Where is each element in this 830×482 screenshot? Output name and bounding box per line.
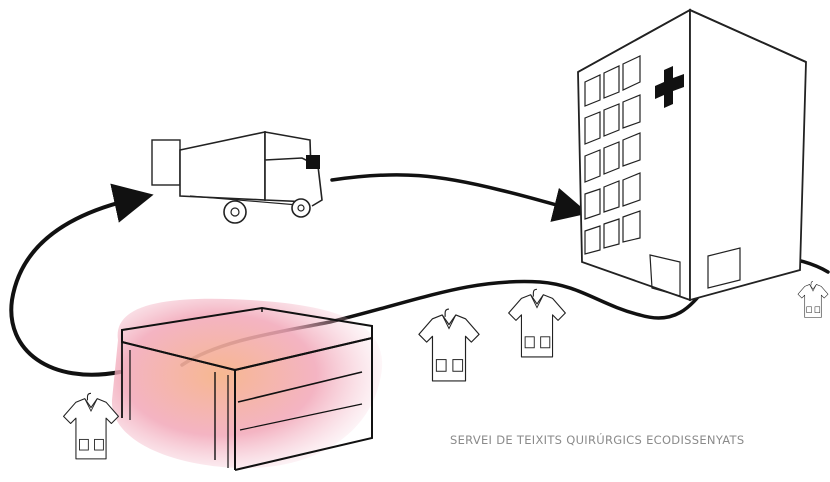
scrubs-shirt-icon: [508, 288, 566, 358]
service-caption: SERVEI DE TEIXITS QUIRÚRGICS ECODISSENYA…: [450, 433, 745, 447]
scrubs-shirt-icon: [418, 308, 480, 382]
flow-line-truck-to-hospital: [330, 173, 589, 222]
scrubs-shirt-icon: [62, 392, 120, 460]
scrubs-shirt-icon: [797, 281, 829, 318]
laundry-box-icon: [111, 298, 383, 471]
flow-line-box-to-truck: [9, 183, 154, 377]
truck-icon: [151, 131, 323, 224]
hospital-icon: [577, 8, 807, 302]
